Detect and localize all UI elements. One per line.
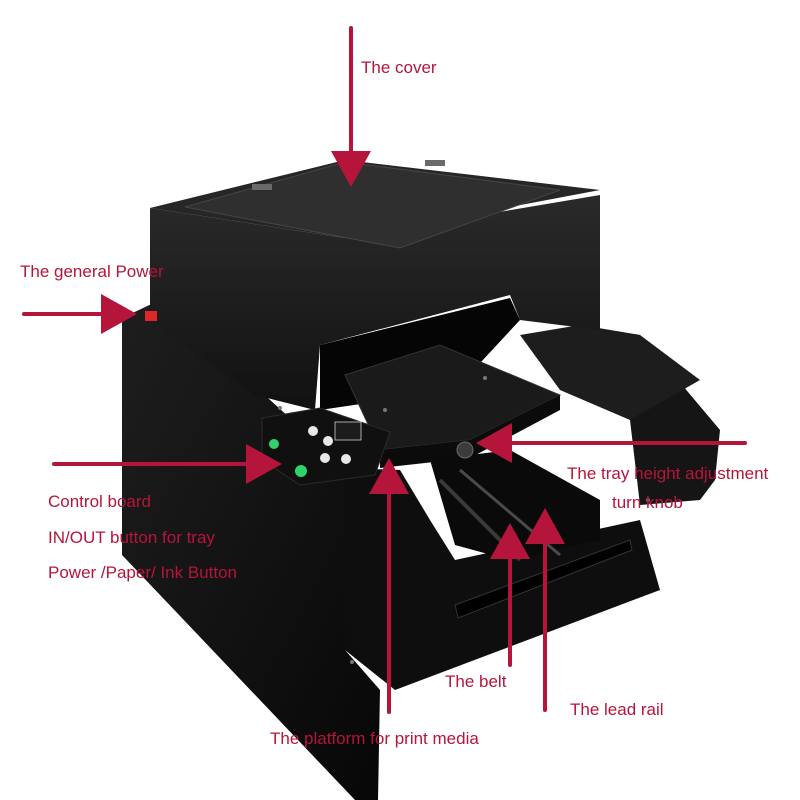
screw-1 (278, 406, 282, 410)
button-green-bottom (295, 465, 307, 477)
label-lead-rail: The lead rail (570, 700, 664, 719)
cover-hinge-right (425, 160, 445, 166)
cover-panel (184, 161, 561, 249)
printer-body-icon (122, 160, 720, 800)
button-white-4 (341, 454, 351, 464)
tray-height-knob (456, 441, 474, 459)
button-white-3 (320, 453, 330, 463)
label-platform: The platform for print media (270, 729, 479, 748)
gantry-front (150, 195, 600, 410)
annotation-arrows (22, 26, 747, 714)
base-right-top (520, 325, 700, 420)
button-white-1 (308, 426, 318, 436)
screw-2 (350, 660, 354, 664)
screw-3 (383, 408, 387, 412)
platform-front-edge (380, 395, 560, 468)
button-white-2 (323, 436, 333, 446)
cover-hinge-left (252, 184, 272, 190)
label-control-board: Control board (48, 492, 152, 511)
base-front-face (345, 468, 660, 690)
label-cover: The cover (361, 58, 437, 77)
label-belt: The belt (445, 672, 507, 691)
button-green-top (269, 439, 279, 449)
screw-4 (483, 376, 487, 380)
label-power-paper-ink: Power /Paper/ Ink Button (48, 563, 237, 582)
panel-legend-plate (334, 421, 362, 441)
label-tray-height-line2: turn knob (612, 493, 683, 512)
power-switch-icon (145, 311, 157, 321)
label-tray-height-line1: The tray height adjustment (567, 464, 769, 483)
base-left-block (122, 300, 380, 800)
screw-5 (646, 498, 650, 502)
label-in-out-button: IN/OUT button for tray (48, 528, 215, 547)
label-general-power: The general Power (20, 262, 164, 281)
